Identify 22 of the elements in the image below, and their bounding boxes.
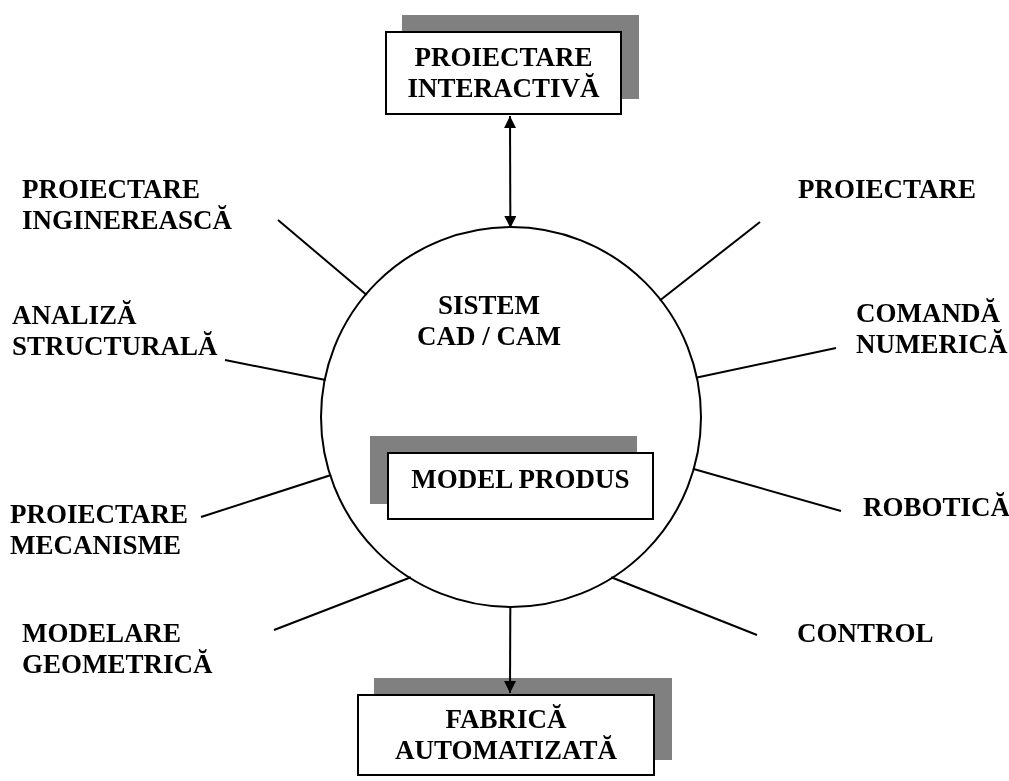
connector-line bbox=[277, 219, 368, 296]
label-text: ANALIZĂ STRUCTURALĂ bbox=[12, 300, 219, 362]
label-text: MODELARE GEOMETRICĂ bbox=[22, 618, 214, 680]
connector-line bbox=[691, 467, 842, 512]
connector-line bbox=[658, 221, 761, 302]
label-text: PROIECTARE MECANISME bbox=[10, 499, 190, 561]
connector-line bbox=[200, 474, 333, 518]
label-text: ROBOTICĂ bbox=[863, 492, 1009, 523]
label-text: PROIECTARE INTERACTIVĂ bbox=[406, 42, 601, 104]
arrow bbox=[504, 605, 517, 694]
label-text: MODEL PRODUS bbox=[411, 464, 630, 495]
label-text: SISTEM CAD / CAM bbox=[416, 290, 562, 352]
label-text: COMANDĂ NUMERICĂ bbox=[856, 298, 1009, 360]
connector-line bbox=[224, 359, 327, 382]
connector-line bbox=[610, 576, 758, 636]
label-text: CONTROL bbox=[797, 618, 935, 649]
connector-line bbox=[273, 576, 412, 631]
connector-line bbox=[694, 347, 837, 379]
label-text: PROIECTARE INGINEREASCĂ bbox=[22, 174, 234, 236]
label-text: FABRICĂ AUTOMATIZATĂ bbox=[394, 704, 618, 766]
label-text: PROIECTARE bbox=[798, 174, 978, 205]
arrow bbox=[504, 115, 517, 229]
